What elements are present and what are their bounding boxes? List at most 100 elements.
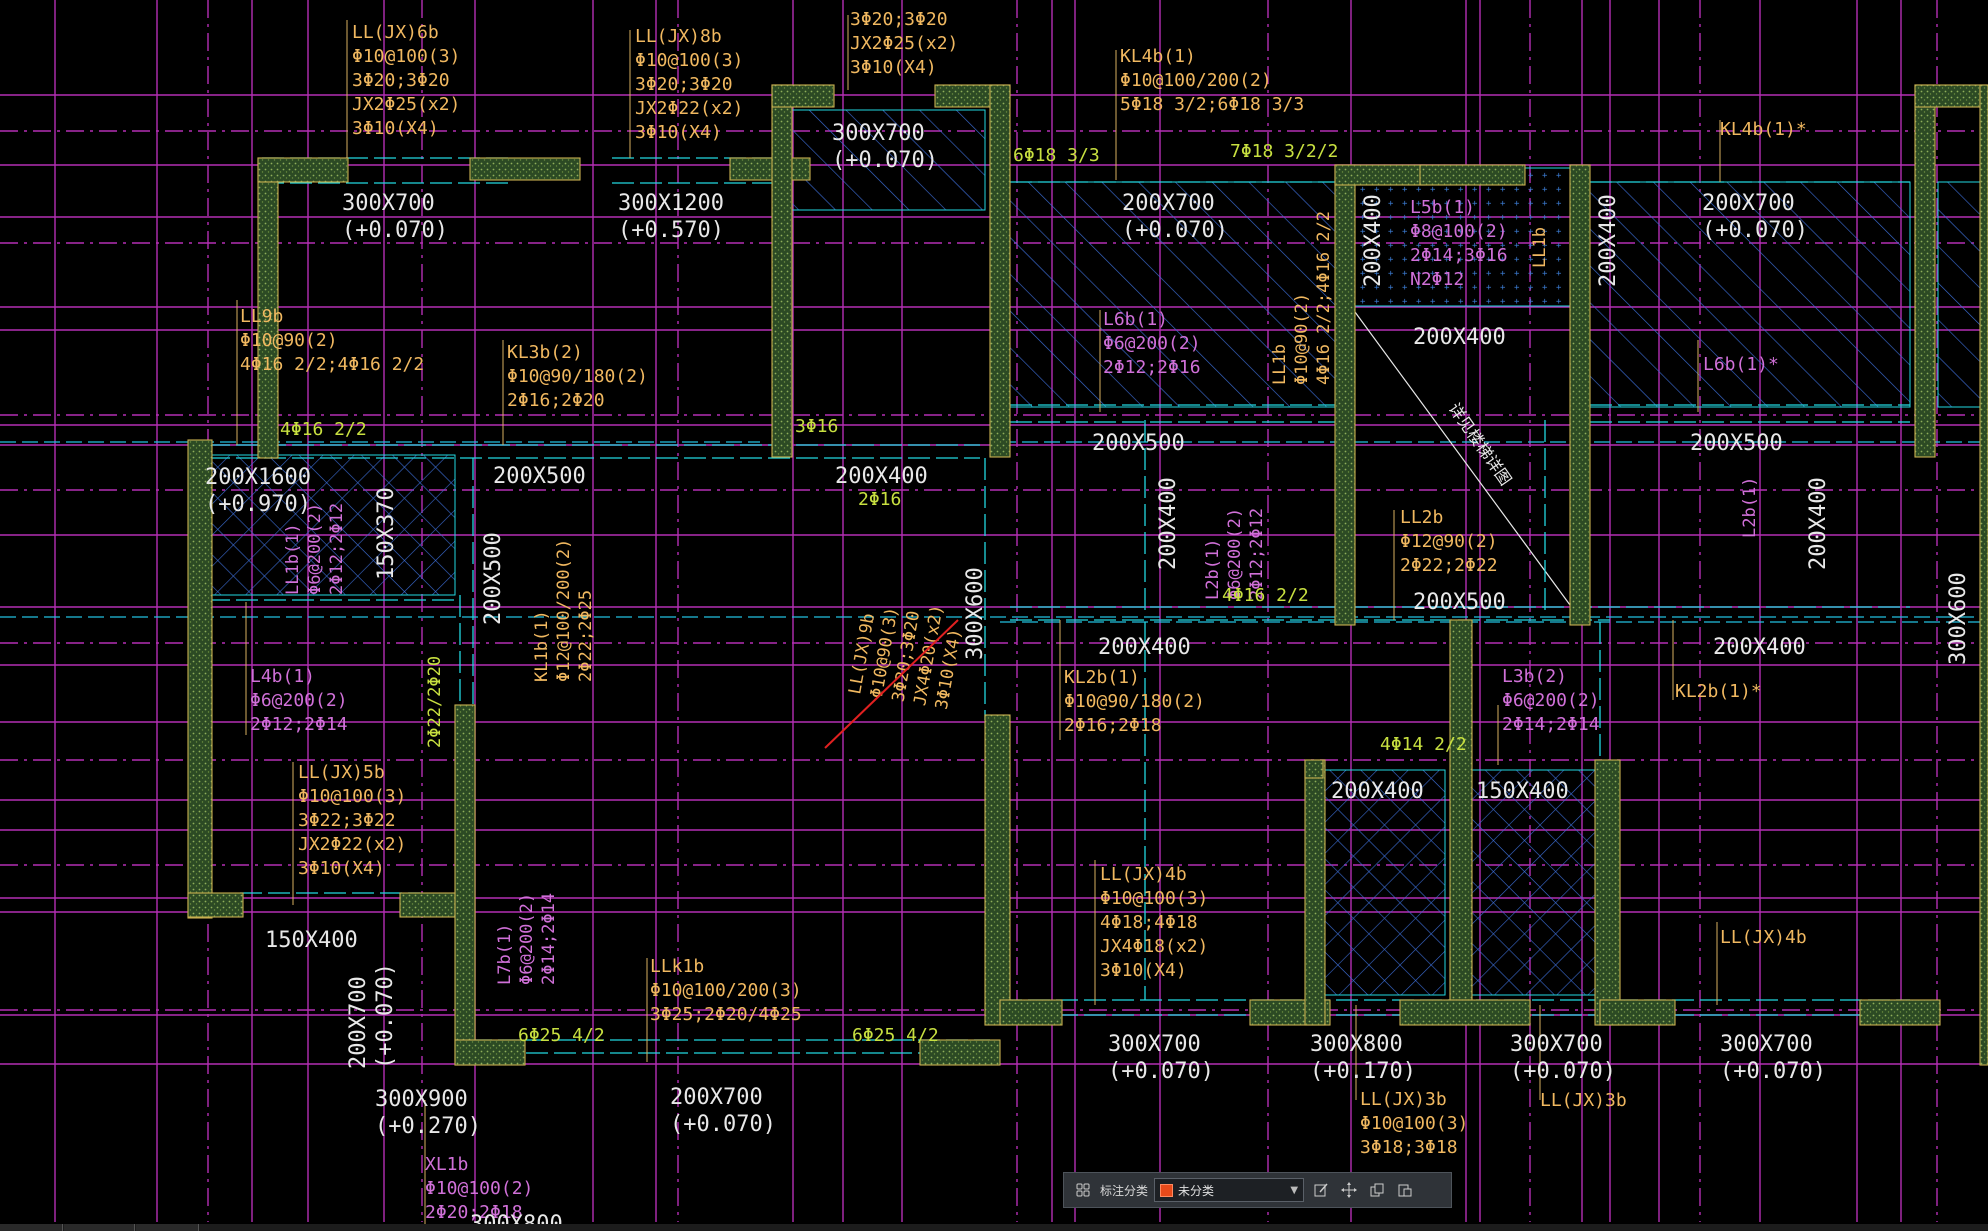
shear-wall [1304, 759, 1326, 1026]
shear-wall [1449, 619, 1473, 1021]
shear-wall [984, 714, 1011, 1026]
rotated-section-dimension: 150X370 [374, 487, 399, 580]
rotated-section-dimension: 200X700(+0.070) [346, 963, 398, 1069]
shear-wall [187, 892, 244, 918]
shear-wall [187, 439, 213, 919]
rebar-label: 2Φ16 [858, 489, 901, 510]
section-dimension: 300X1200(+0.570) [618, 191, 724, 243]
shear-walls [187, 84, 1988, 1066]
annotation-text: LL(JX)3b [1540, 1090, 1627, 1111]
shear-wall [454, 704, 476, 1066]
shear-wall [771, 84, 793, 458]
slab-hatch [1319, 769, 1446, 996]
shear-wall [1569, 164, 1591, 626]
rotated-section-dimension: 200X400 [1156, 477, 1181, 570]
tab-model[interactable] [0, 1224, 63, 1231]
rotated-section-dimension: 200X400 [1596, 194, 1621, 287]
rebar-label: 3Φ16 [795, 416, 838, 437]
rotated-section-dimension: 200X500 [481, 532, 506, 625]
rotated-section-dimension: 300X600 [1946, 572, 1971, 665]
shear-wall [1334, 164, 1426, 186]
section-dimension: 200X400 [1098, 635, 1191, 660]
slab-hatch [1589, 181, 1911, 408]
rebar-label: 4Φ16 2/2 [280, 419, 367, 440]
section-dimension: 300X800(+0.170) [1310, 1032, 1416, 1084]
shear-wall [454, 1039, 526, 1066]
slab-hatch [1354, 167, 1578, 307]
slab-hatch [1469, 769, 1606, 996]
edit-icon[interactable] [1310, 1179, 1332, 1201]
shear-wall [1859, 999, 1941, 1026]
tab-layout1[interactable] [64, 1224, 135, 1231]
rotated-section-dimension: 300X600 [963, 567, 988, 660]
category-select[interactable]: 未分类 ▼ [1154, 1178, 1305, 1202]
rebar-label: 6Φ25 4/2 [518, 1025, 605, 1046]
move-icon[interactable] [1338, 1179, 1360, 1201]
shear-wall [919, 1039, 1001, 1066]
paste-icon[interactable] [1394, 1179, 1416, 1201]
shear-wall [989, 84, 1011, 458]
section-dimension: 150X400 [265, 928, 358, 953]
shear-wall [1419, 164, 1526, 186]
section-dimension: 200X400 [835, 464, 928, 489]
annotation-text: L3b(2)Φ6@200(2)2Φ14;2Φ14 [1502, 666, 1600, 735]
section-dimension: 300X900(+0.270) [375, 1087, 481, 1139]
rotated-annotation-text: 2Φ22/2Φ20 [425, 656, 445, 748]
slab-hatch [789, 109, 986, 211]
section-dimension: 300X700(+0.070) [1108, 1032, 1214, 1084]
leader-lines [236, 15, 1721, 1231]
shear-wall [257, 157, 349, 183]
section-dimension: 200X400 [1331, 779, 1424, 804]
section-dimension: 200X700(+0.070) [1122, 191, 1228, 243]
tab-layout2[interactable] [136, 1224, 199, 1231]
annotation-text: L6b(1)Φ6@200(2)2Φ12;2Φ16 [1103, 309, 1201, 378]
shear-wall [1599, 999, 1676, 1026]
shear-wall [771, 84, 835, 108]
rotated-annotation-text: LL1b(1)Φ6@200(2)2Φ12;2Φ12 [283, 503, 347, 595]
chevron-down-icon: ▼ [1290, 1184, 1299, 1196]
rotated-annotation-text: L7b(1)Φ6@200(2)2Φ14;2Φ14 [495, 893, 559, 985]
slab-hatch [209, 454, 456, 596]
rotated-annotation-text: LL1b [1530, 227, 1550, 268]
section-dimension: 200X400 [1713, 635, 1806, 660]
section-dimension: 200X500 [1690, 431, 1783, 456]
shear-wall [1979, 84, 1988, 1066]
red-pointer-line [824, 619, 959, 749]
shear-wall [1399, 999, 1531, 1026]
rotated-annotation-text: L2b(1) [1740, 477, 1760, 538]
rotated-annotation-text: LL(JX)9bΦ10@90(3)3Φ20;3Φ20JX4Φ20(x2)3Φ10… [845, 592, 969, 712]
rebar-label: 4Φ14 2/2 [1380, 734, 1467, 755]
section-dimension: 300X700(+0.070) [342, 191, 448, 243]
category-selected-value: 未分类 [1178, 1183, 1215, 1198]
rebar-label: 4Φ16 2/2 [1222, 585, 1309, 606]
annotation-text: 6Φ18 3/3 [1013, 145, 1100, 166]
section-dimension: 200X500 [1092, 431, 1185, 456]
section-dimension: 300X700(+0.070) [832, 121, 938, 173]
annotation-text: KL3b(2)Φ10@90/180(2)2Φ16;2Φ20 [507, 342, 648, 411]
grid-icon[interactable] [1072, 1179, 1094, 1201]
slab-hatch [1009, 181, 1336, 408]
rotated-annotation-text: KL1b(1)Φ12@100/200(2)2Φ22;2Φ25 [532, 539, 596, 682]
annotation-category-toolbar: 标注分类 未分类 ▼ [1063, 1172, 1452, 1208]
toolbar-label: 标注分类 [1100, 1183, 1149, 1198]
annotation-text: KL2b(1)* [1675, 681, 1762, 702]
category-color-swatch [1160, 1183, 1174, 1197]
annotation-text: KL4b(1)* [1720, 119, 1807, 140]
shear-wall [999, 999, 1063, 1026]
copy-icon[interactable] [1366, 1179, 1388, 1201]
annotation-text: KL2b(1)Φ10@90/180(2)2Φ16;2Φ18 [1064, 667, 1205, 736]
section-dimension: 200X500 [493, 464, 586, 489]
